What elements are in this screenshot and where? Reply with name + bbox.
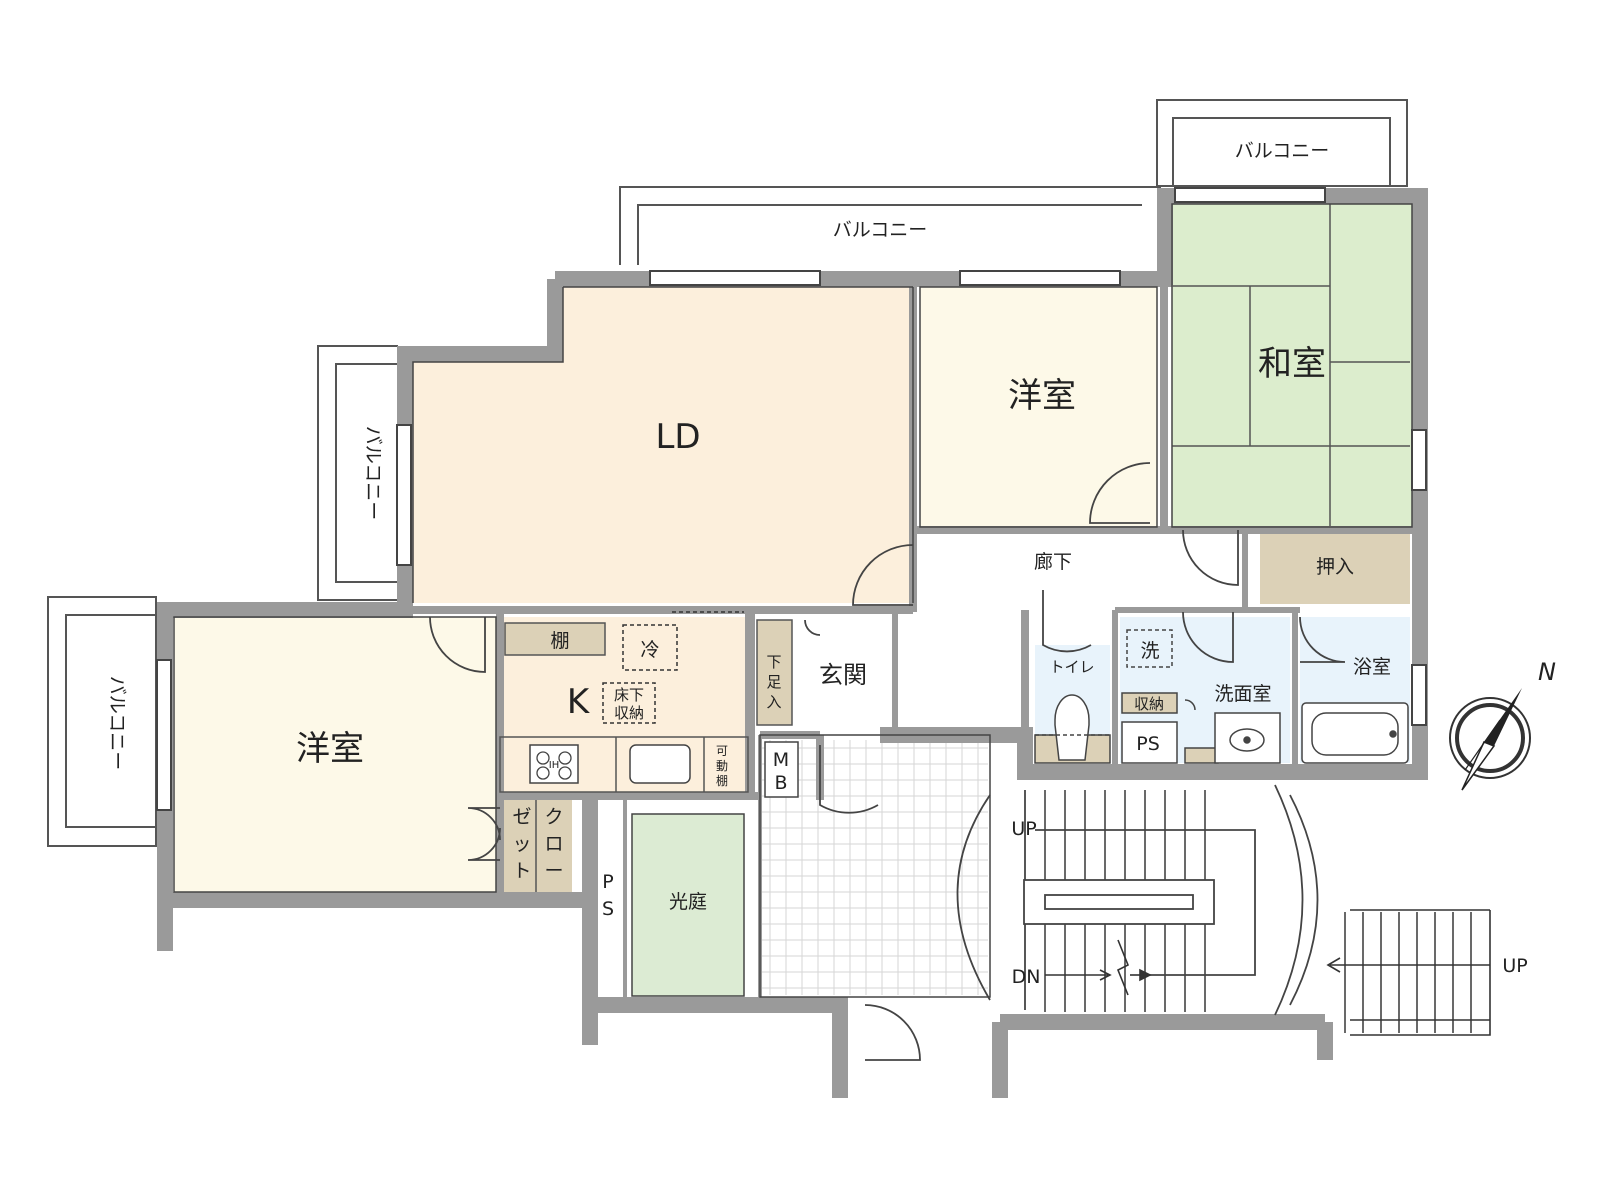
room-western-right-fill (920, 287, 1157, 527)
closet-label-2: ッ (512, 833, 531, 855)
closet-label-3: ト (512, 860, 531, 882)
washer-label: 洗 (1140, 640, 1159, 662)
fridge-label: 冷 (640, 639, 659, 661)
door-swings (429, 462, 1346, 1061)
balcony-left-lower-outline (47, 596, 157, 847)
shelf-box (504, 622, 606, 656)
shoe-label-3: 入 (766, 693, 781, 711)
ps-right-label: PS (1136, 733, 1160, 755)
japanese-label: 和室 (1258, 344, 1326, 384)
sink-box (629, 744, 691, 784)
stairs-dn-label: DN (1012, 966, 1041, 988)
shoe-label-1: 下 (766, 653, 781, 671)
windows (156, 187, 1427, 811)
mb-label-2: B (774, 772, 787, 794)
closet-jp-label: 押入 (1316, 556, 1354, 578)
stairwell (956, 784, 1319, 1016)
entrance-label: 玄関 (819, 661, 867, 689)
movable-label-3: 棚 (716, 773, 728, 788)
stair-arrows (1045, 909, 1491, 1036)
balcony-top-right-outline (1156, 99, 1408, 187)
toilet-label: トイレ (1049, 658, 1094, 676)
balcony-top-label: バルコニー (833, 219, 928, 241)
balcony-left-lower-label: バルコニー (106, 676, 128, 771)
shoe-box (756, 619, 793, 726)
kitchen-label: K (567, 682, 591, 722)
shelf-label: 棚 (550, 630, 569, 652)
closet-label-4: ク (544, 806, 563, 828)
fridge-box (622, 624, 678, 671)
compass (1449, 688, 1531, 791)
movable-label-2: 動 (716, 759, 728, 773)
western-right-label: 洋室 (1008, 376, 1076, 416)
shoe-label-2: 足 (766, 673, 781, 691)
mb-box (764, 741, 799, 798)
compass-north-label: N (1538, 658, 1556, 686)
movable-label-1: 可 (716, 744, 728, 758)
room-japanese-fill (1172, 204, 1412, 527)
stair-treads (1044, 790, 1472, 1033)
western-left-label: 洋室 (296, 729, 364, 769)
stairs-up-top-label: UP (1011, 818, 1036, 840)
underfloor-label-2: 収納 (614, 704, 644, 722)
room-courtyard-fill (632, 814, 744, 996)
storage-small-label: 収納 (1134, 695, 1164, 713)
mb-label-1: M (773, 749, 789, 771)
kitchen-fixtures (499, 611, 749, 793)
balcony-left-upper-outline (317, 345, 398, 601)
underfloor-box (602, 682, 656, 724)
room-ld-fill (413, 287, 913, 603)
counter-box (499, 736, 749, 793)
room-western-left-fill (174, 617, 496, 892)
ps-left-label-2: S (602, 898, 614, 920)
tatami-lines (1172, 204, 1410, 527)
closet-jp-fill (1260, 534, 1410, 604)
courtyard-label: 光庭 (669, 891, 707, 913)
ps-left-label-1: P (602, 871, 613, 893)
closet-label-6: ー (544, 860, 563, 882)
room-entrance-fill (795, 617, 895, 727)
closet-label-5: ロ (544, 833, 563, 855)
wall-outlines (173, 203, 1413, 998)
washroom-label: 洗面室 (1214, 683, 1271, 705)
stairs-up-right-label: UP (1502, 955, 1527, 977)
hall-label: 廊下 (1034, 551, 1072, 573)
bath-label: 浴室 (1353, 656, 1391, 678)
stove-label: IH (549, 760, 559, 771)
balcony-top-right-label: バルコニー (1235, 140, 1330, 162)
wet-fixtures (1034, 629, 1409, 764)
underfloor-label-1: 床下 (614, 686, 644, 704)
balcony-left-upper-label: バルコニー (362, 426, 384, 521)
closet-label-1: ゼ (512, 806, 531, 828)
labels: LD 洋室 和室 洋室 K 廊下 玄関 トイレ 洗面室 浴室 押入 光庭 バルコ… (106, 140, 1556, 988)
ld-label: LD (655, 417, 700, 457)
